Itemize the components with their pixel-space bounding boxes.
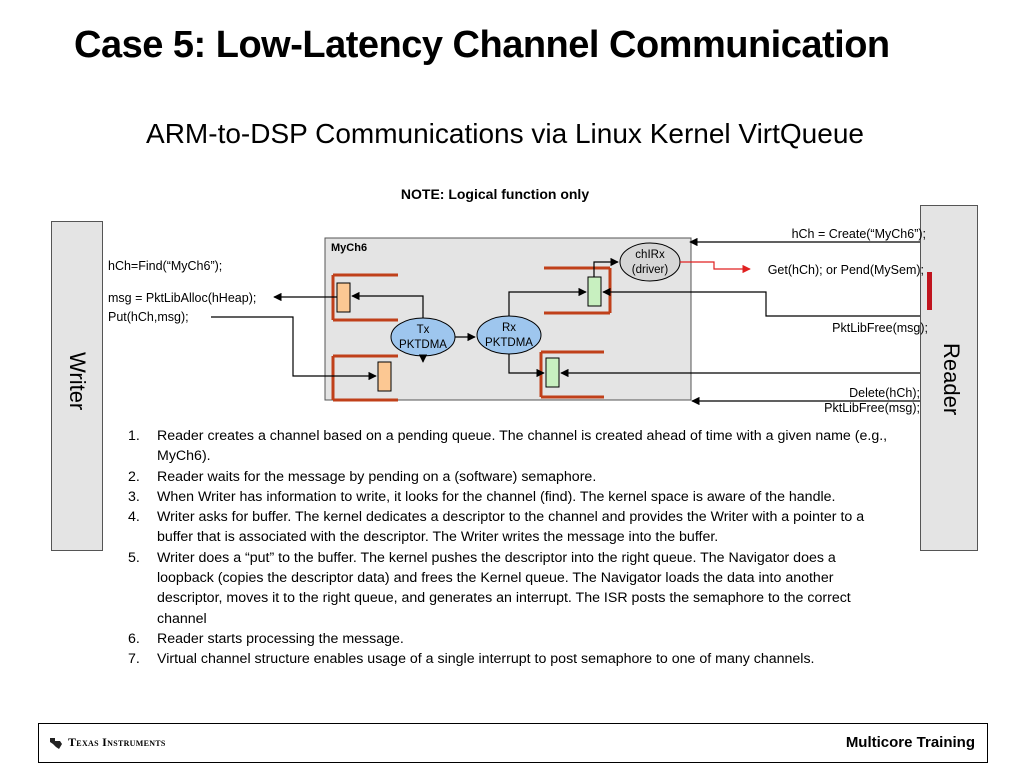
list-item: 6.Reader starts processing the message. <box>128 630 404 647</box>
rx-label-2: PKTDMA <box>485 337 533 349</box>
footer-bar: Texas Instruments Multicore Training <box>38 723 988 763</box>
writer-find-call: hCh=Find(“MyCh6”); <box>108 259 223 273</box>
get-return-arrow <box>602 287 920 317</box>
put-arrow <box>211 316 377 381</box>
ti-logo: Texas Instruments <box>49 735 166 750</box>
list-item: 2.Reader waits for the message by pendin… <box>128 468 597 485</box>
tx-label-2: PKTDMA <box>399 339 447 351</box>
reader-delete-call: Delete(hCh); <box>849 386 920 400</box>
rx-push-top-arrow <box>508 287 587 316</box>
diagram-note: NOTE: Logical function only <box>400 186 590 202</box>
reader-create-call: hCh = Create(“MyCh6”); <box>791 227 926 241</box>
semaphore-post-arrow <box>680 261 751 274</box>
writer-put-call: Put(hCh,msg); <box>108 310 189 324</box>
descriptor-reader-bottom <box>545 357 560 388</box>
irq-label-2: (driver) <box>632 264 669 276</box>
reader-box: Reader <box>920 205 978 551</box>
steps-list: 1.Reader creates a channel based on a pe… <box>128 426 888 670</box>
ti-logo-text: Texas Instruments <box>68 735 166 749</box>
list-item: 4.Writer asks for buffer. The kernel ded… <box>128 509 865 546</box>
tx-label-1: Tx <box>417 324 430 336</box>
texas-state-icon <box>50 737 62 749</box>
irq-label-1: chIRx <box>635 249 665 261</box>
rx-push-bottom-arrow <box>508 354 545 378</box>
list-item: 5.Writer does a “put” to the buffer. The… <box>128 549 851 627</box>
reader-free-call: PktLibFree(msg); <box>832 321 928 335</box>
reader-get-call: Get(hCh); or Pend(MySem); <box>767 263 924 277</box>
writer-alloc-call: msg = PktLibAlloc(hHeap); <box>108 291 257 305</box>
list-item: 3.When Writer has information to write, … <box>128 488 836 505</box>
tx-pop-arrow <box>351 291 424 318</box>
semaphore-bar-icon <box>927 272 932 310</box>
writer-box: Writer <box>51 221 103 551</box>
channel-name: MyCh6 <box>331 242 367 254</box>
descriptor-reader-top <box>587 276 602 307</box>
footer-course-title: Multicore Training <box>845 734 975 751</box>
descriptor-writer-top <box>336 282 351 313</box>
slide-title: Case 5: Low-Latency Channel Communicatio… <box>74 24 890 66</box>
descriptor-writer-bottom <box>377 361 392 392</box>
list-item: 7.Virtual channel structure enables usag… <box>128 651 815 668</box>
slide-subtitle: ARM-to-DSP Communications via Linux Kern… <box>146 118 864 149</box>
list-item: 1.Reader creates a channel based on a pe… <box>128 428 888 465</box>
rx-interrupt-arrow <box>593 257 619 277</box>
reader-free2-call: PktLibFree(msg); <box>824 401 920 415</box>
rx-label-1: Rx <box>502 322 516 334</box>
queue-writer-bottom <box>331 354 398 402</box>
